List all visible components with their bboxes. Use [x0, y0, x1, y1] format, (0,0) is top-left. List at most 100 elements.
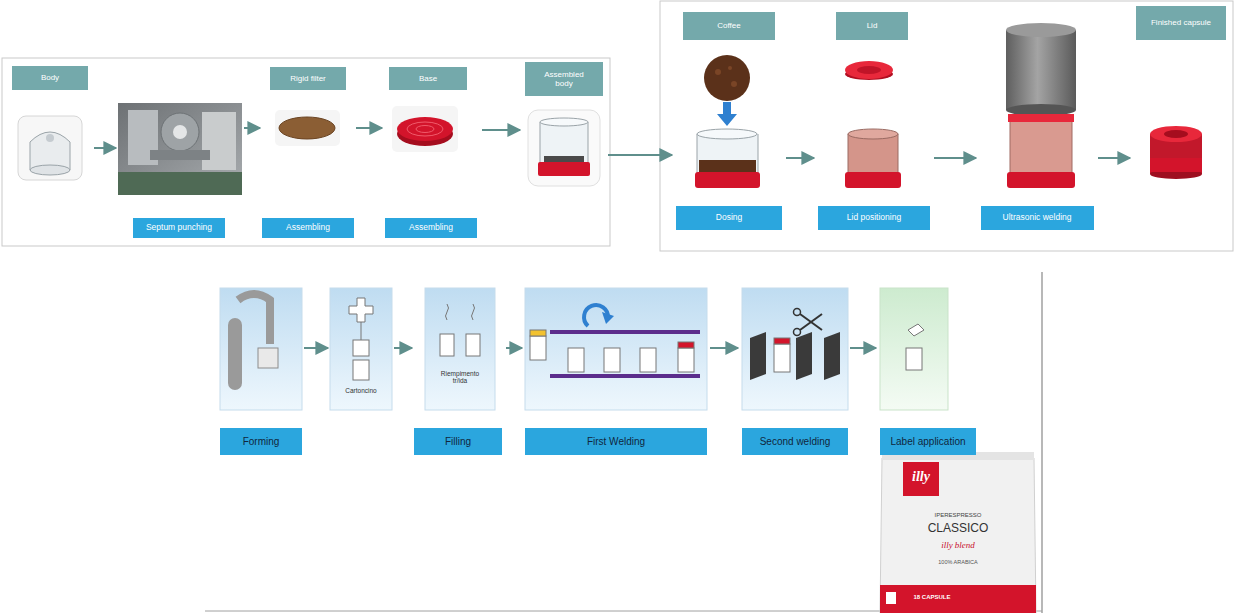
step-label: Label application [890, 436, 965, 448]
capsule-picture [1150, 126, 1202, 179]
process-step: Riempimento tr/idaFilling [414, 288, 504, 456]
step-label: Assembled body [539, 70, 589, 88]
step-label-box: Lid positioning [818, 206, 930, 230]
package-picture [880, 452, 1036, 613]
step-label-box: Dosing [676, 206, 782, 230]
step-label-box: Assembled body [525, 62, 603, 96]
step-panel [880, 288, 948, 410]
step-label: Coffee [717, 21, 740, 30]
package-text: illy [912, 469, 930, 484]
process-step: CoffeeDosing [674, 10, 784, 232]
step-label: Filling [445, 436, 471, 448]
first-welding-picture [530, 304, 700, 378]
step-label: Rigid filter [290, 74, 326, 83]
process-step: Label application [878, 288, 978, 456]
step-label-box: Filling [414, 428, 502, 455]
package-text: 100% ARABICA [938, 559, 977, 565]
flow-arrow [850, 347, 876, 349]
panel-frame [660, 1, 1233, 251]
flow-arrow [786, 157, 814, 159]
panel-caption: Riempimento tr/ida [432, 368, 488, 386]
package-text: CLASSICO [928, 522, 989, 535]
process-step: Assembled body [522, 60, 606, 190]
flow-arrow [1098, 157, 1130, 159]
step-label-box: Lid [836, 12, 908, 40]
step-label-box: Base [389, 67, 467, 90]
step-label-box: Assembling [385, 218, 477, 238]
step-label: Finished capsule [1151, 18, 1211, 27]
process-step: Septum punching [118, 100, 242, 240]
step-panel [425, 288, 495, 410]
process-step: Forming [220, 288, 302, 456]
step-label-box: First Welding [525, 428, 707, 455]
flow-arrow [356, 127, 382, 129]
step-label: First Welding [587, 436, 645, 448]
package-text: illy blend [941, 541, 975, 551]
flow-arrow [394, 347, 412, 349]
flow-arrow [710, 347, 738, 349]
panel-caption: Cartoncino [333, 386, 389, 396]
step-label: Ultrasonic welding [1003, 213, 1072, 223]
package-text: 18 CAPSULE [913, 594, 950, 601]
step-label-box: Body [12, 66, 88, 90]
step-label: Cartoncino [345, 387, 376, 394]
flow-arrow [94, 147, 116, 149]
step-label: Forming [243, 436, 280, 448]
step-label-box: Septum punching [133, 218, 225, 238]
step-panel [742, 288, 848, 410]
step-panel [220, 288, 302, 410]
machine-photo [118, 103, 242, 195]
flow-arrow [304, 347, 328, 349]
process-step: LidLid positioning [816, 10, 932, 232]
process-step: Ultrasonic welding [978, 10, 1096, 232]
step-label-box: Second welding [742, 428, 848, 455]
filling-picture [440, 304, 480, 356]
process-step: Second welding [740, 288, 848, 456]
panel-frame [1041, 272, 1043, 613]
coffee-dosing-picture [695, 55, 760, 188]
step-label-box: Rigid filter [270, 67, 346, 90]
flow-arrow [608, 154, 672, 156]
process-step: Finished capsule [1132, 4, 1230, 184]
carton-picture [349, 298, 373, 380]
base-picture [392, 106, 458, 152]
step-label-box: Label application [880, 428, 976, 455]
process-step: BaseAssembling [384, 64, 480, 240]
step-label: Riempimento tr/ida [434, 370, 486, 385]
flow-arrow [244, 127, 260, 129]
step-label: Body [41, 73, 59, 82]
step-label: Lid [867, 21, 878, 30]
process-step: Cartoncino [330, 288, 392, 410]
labelling-picture [906, 324, 924, 370]
capsule-body-picture [18, 116, 82, 180]
process-step: Rigid filterAssembling [262, 64, 354, 240]
step-label: Lid positioning [847, 213, 901, 223]
step-label: Dosing [716, 213, 742, 223]
assembled-body-picture [528, 110, 600, 186]
step-panel [525, 288, 707, 410]
step-panel [330, 288, 392, 410]
step-label: Assembling [286, 223, 330, 233]
process-step: Body [10, 62, 92, 192]
step-label-box: Coffee [683, 12, 775, 40]
package-text: IPERESPRESSO [934, 512, 981, 519]
process-step: First Welding [524, 288, 708, 456]
flow-arrow [482, 129, 520, 131]
lid-picture [845, 61, 901, 188]
forming-picture [228, 294, 278, 390]
step-label-box: Assembling [262, 218, 354, 238]
step-label-box: Finished capsule [1136, 6, 1226, 40]
sonotrode-picture [1006, 23, 1076, 188]
step-label: Second welding [760, 436, 831, 448]
step-label: Assembling [409, 223, 453, 233]
flow-arrow [506, 347, 522, 349]
second-welding-picture [750, 309, 840, 381]
step-label: Base [419, 74, 437, 83]
panel-frame [2, 58, 610, 246]
step-label-box: Forming [220, 428, 302, 455]
step-label: Septum punching [146, 223, 212, 233]
step-label-box: Ultrasonic welding [981, 206, 1094, 230]
